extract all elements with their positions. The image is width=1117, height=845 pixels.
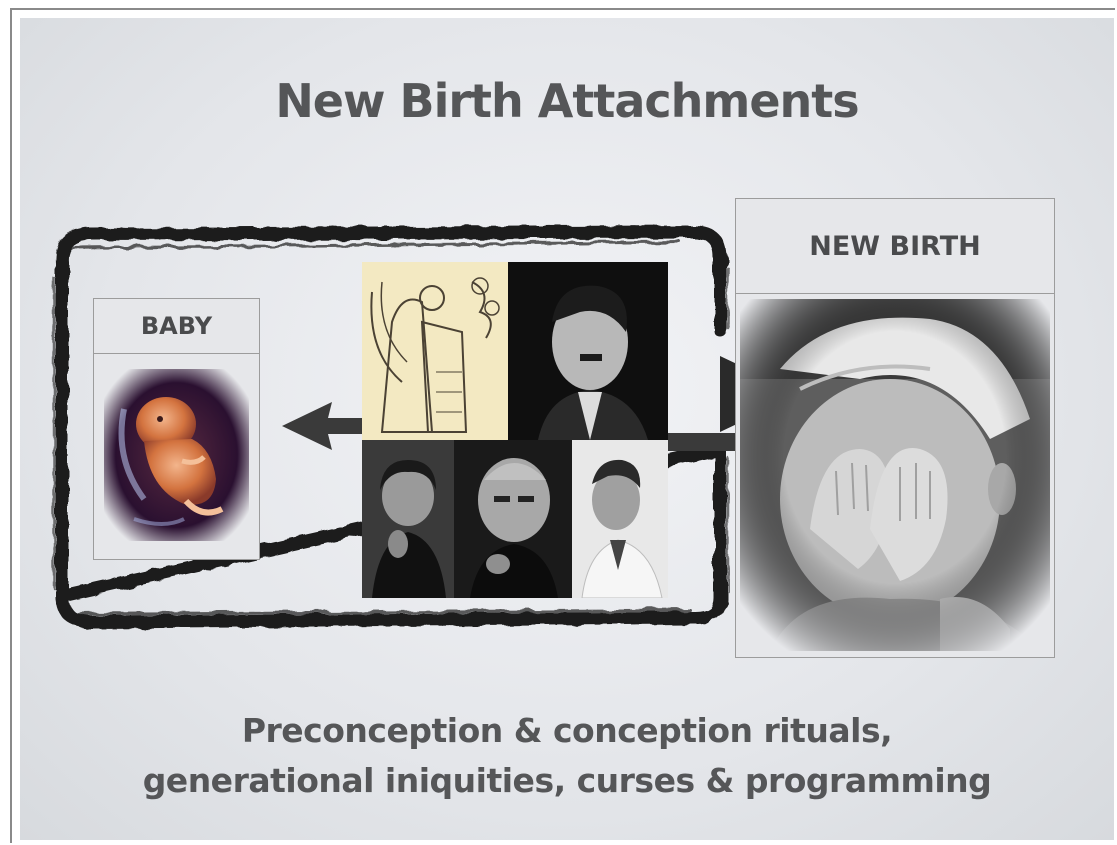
embryo-image [104, 369, 249, 541]
caption-line-2: generational iniquities, curses & progra… [20, 756, 1114, 806]
baby-label: BABY [94, 299, 259, 354]
new-birth-label: NEW BIRTH [736, 199, 1054, 294]
man-with-mustache-portrait [508, 262, 668, 440]
portrait-collage [362, 262, 668, 598]
slide: New Birth Attachments BABY [20, 18, 1114, 840]
baby-panel: BABY [93, 298, 260, 560]
woman-portrait [362, 440, 454, 598]
child-covering-face-image [740, 299, 1050, 651]
slide-title: New Birth Attachments [20, 74, 1114, 128]
young-man-portrait [572, 440, 668, 598]
new-birth-panel: NEW BIRTH [735, 198, 1055, 658]
winged-figure-engraving [362, 262, 510, 440]
slide-caption: Preconception & conception rituals, gene… [20, 706, 1114, 806]
caption-line-1: Preconception & conception rituals, [20, 706, 1114, 756]
bald-man-portrait [454, 440, 572, 598]
